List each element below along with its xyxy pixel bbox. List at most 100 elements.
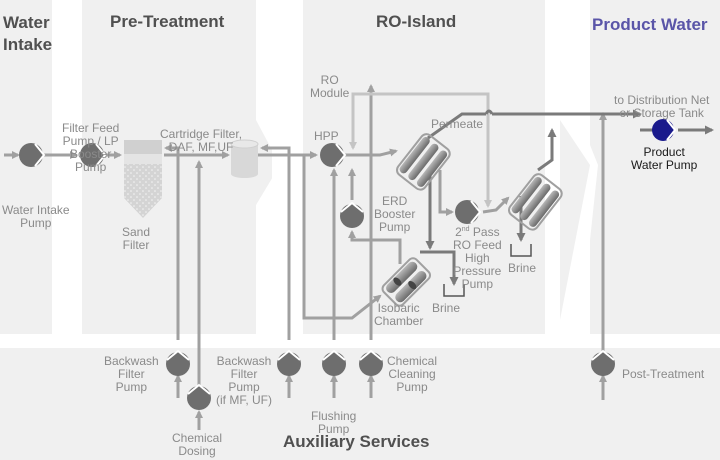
section-title-product-water: Product Water [592,15,708,34]
label-product-water-pump: Product Water Pump [631,146,697,172]
label-line: to Distribution Net [614,93,710,107]
chevron-1 [52,120,70,250]
label-hpp: HPP [314,129,339,143]
label-line: Pump [396,380,428,394]
label-superscript: nd [461,226,470,233]
label-line: Chemical [172,431,223,445]
ro-module-loop [349,92,492,208]
label-line: Filter [122,238,150,252]
pipe-2nd-pass-permeate [537,128,557,172]
label-line: Pump [461,277,494,291]
erd-booster-pump-icon [340,201,364,228]
section-title-ro-island: RO-Island [376,12,457,31]
label-line: Booster [374,207,416,221]
chevron-2 [272,110,300,315]
backwash-filter-pump-icon [166,349,190,376]
water-intake-pump-icon [19,143,46,167]
brine-basins [443,244,532,297]
label-line: Backwash [216,354,272,368]
label-line: Pump / LP [62,134,119,148]
ro-module-second-pass [507,173,563,231]
label-chemical-dosing: Chemical Dosing [172,432,222,458]
label-line: Module [310,86,350,100]
label-line: Chamber [374,314,424,328]
product-water-pump-icon [652,119,677,141]
label-line: Pump [20,216,52,230]
label-line: DAF, MF,UF [168,140,234,154]
label-chemical-cleaning-pump: Chemical Cleaning Pump [387,355,437,394]
label-line: or Storage Tank [619,106,704,120]
flushing-pump-icon [322,349,346,376]
label-line: Pressure [453,264,502,278]
section-title-line: Water [3,13,50,32]
label-backwash-filter-pump-mf-uf: Backwash Filter Pump (if MF, UF) [216,355,272,407]
label-line: High [465,251,490,265]
label-permeate: Permeate [431,117,484,131]
label-filter-feed-pump: Filter Feed Pump / LP Booster Pump [62,122,119,174]
label-brine-1: Brine [432,301,461,315]
sand-filter [124,140,162,218]
label-line: Isobaric [377,301,420,315]
pumps [19,119,677,410]
label-sand-filter: Sand Filter [122,226,150,252]
label-erd-booster-pump: ERD Booster Pump [374,195,415,234]
section-title-auxiliary-services: Auxiliary Services [283,432,430,451]
label-ro-module: RO Module [310,74,349,100]
pipe-to-second-pass [438,170,454,216]
chemical-cleaning-pump-icon [359,349,383,376]
label-line: Filter Feed [62,121,120,135]
label-post-treatment: Post-Treatment [622,367,705,381]
backwash-filter-pump-mf-uf-icon [277,349,301,376]
label-line: Sand [122,225,151,239]
filter-feed-pump-icon [80,143,107,167]
pipe-permeate-1 [427,112,486,140]
label-cartridge-filter: Cartridge Filter, DAF, MF,UF [160,128,242,154]
label-line: Pump [115,380,148,394]
label-part: 2 [455,225,462,239]
hpp-pump-icon [320,143,347,167]
pipe-hpp-to-ro [344,148,398,157]
isobaric-chamber [381,257,432,307]
label-line: Booster [70,147,112,161]
section-title-pre-treatment: Pre-Treatment [110,12,225,31]
label-backwash-filter-pump: Backwash Filter Pump [104,355,159,394]
label-line: RO [320,73,339,87]
label-line: Water Pump [631,158,698,172]
brine-basin-1 [443,284,465,297]
label-isobaric-chamber: Isobaric Chamber [374,302,423,328]
label-distribution: to Distribution Net or Storage Tank [614,94,709,120]
pipe-brine-1 [420,250,459,286]
brine-basin-2 [510,244,532,257]
label-line: RO Feed [453,238,502,252]
label-line: Backwash [104,354,159,368]
label-line: Pump [228,380,260,394]
label-line: Filter [230,367,258,381]
post-treatment-pump-icon [591,349,615,376]
pipe-backwash-to-cartridge [260,144,291,340]
panel-product-water [590,0,720,334]
chemical-dosing-pump-icon [187,383,211,410]
panel-pre-treatment [82,0,280,334]
label-line: Filter [118,367,145,381]
label-line: Chemical [387,354,438,368]
label-brine-2: Brine [508,261,537,275]
pipe-second-pass-to-ro [482,196,510,214]
label-line: 2nd Pass [453,226,502,239]
label-line: Cartridge Filter, [160,127,243,141]
label-line: Pump [379,220,411,234]
pipe-ro-module-return [349,92,490,150]
label-line: ERD [382,194,408,208]
label-part: Pass [469,225,500,239]
second-pass-pump-icon [455,200,482,224]
label-line: Pump [318,422,350,436]
pipe-permeate-hop [484,109,494,115]
label-line: Cleaning [388,367,436,381]
label-line: Pump [75,160,107,174]
label-line: Flushing [311,409,357,423]
label-line: Product [643,145,685,159]
cartridge-filter [230,139,259,178]
label-line: Water Intake [2,203,70,217]
